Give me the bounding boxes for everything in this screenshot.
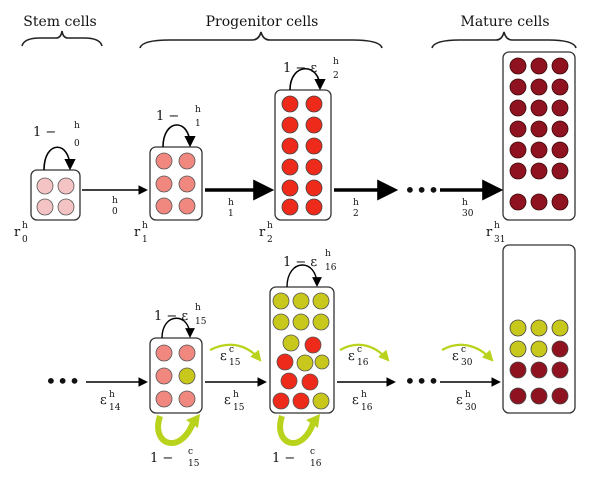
cancer-loop-label-16: 1 − xyxy=(272,451,295,466)
self-renew-loop-1 xyxy=(162,124,196,148)
cancer-arrow-16-sub: 16 xyxy=(357,358,369,368)
cancer-arrow-30-sub: 30 xyxy=(461,358,473,368)
header-mature-cells: Mature cells xyxy=(460,14,549,30)
arrow-16-label: ε xyxy=(352,393,359,408)
bottom-ellipsis-right: ••• xyxy=(404,369,439,393)
arrow-0-sup: h xyxy=(112,196,118,206)
arrow-0-sub: 0 xyxy=(112,207,118,217)
loop-label-15-sub: 15 xyxy=(195,317,207,327)
comp-label-31-sup: h xyxy=(494,221,500,231)
cancer-arrow-15-sup: c xyxy=(229,345,234,355)
progenitor-1-cells xyxy=(155,152,196,215)
compartment-0-box xyxy=(30,169,81,221)
cancer-arrow-15 xyxy=(209,343,262,362)
self-renew-loop-15 xyxy=(161,317,195,339)
self-renew-loop-2 xyxy=(289,67,326,91)
comp-label-1-sub: 1 xyxy=(142,235,148,245)
loop-label-2: 1 − ε xyxy=(283,61,317,76)
loop-label-16: 1 − ε xyxy=(283,255,317,270)
compartment-2-box xyxy=(274,89,332,221)
header-stem-cells: Stem cells xyxy=(23,14,97,30)
comp-label-31-sub: 31 xyxy=(494,235,505,245)
header-progenitor-cells: Progenitor cells xyxy=(206,14,319,30)
arrow-16-sub: 16 xyxy=(361,403,373,413)
self-renew-loop-0 xyxy=(43,146,76,171)
arrow-16-sup: h xyxy=(361,390,367,400)
brace-progenitor xyxy=(139,31,383,49)
bottom-ellipsis-left: ••• xyxy=(45,369,80,393)
cancer-arrow-16-sup: c xyxy=(357,345,362,355)
cancer-loop-label-15: 1 − xyxy=(150,451,173,466)
loop-label-2-sup: h xyxy=(333,57,339,67)
cancer-loop-label-16-sub: 16 xyxy=(310,459,322,469)
arrow-1-sup: h xyxy=(228,198,234,208)
loop-label-1: 1 − xyxy=(156,109,179,124)
self-renew-loop-16 xyxy=(286,264,322,288)
comp-label-0-sup: h xyxy=(22,221,28,231)
arrow-14-sub: 14 xyxy=(109,403,121,413)
arrow-14-sup: h xyxy=(109,390,115,400)
mature-cells-bottom xyxy=(509,319,569,405)
comp-label-31: r xyxy=(486,225,493,240)
loop-label-0-sub: 0 xyxy=(74,139,80,149)
compartment-16-cells xyxy=(272,292,330,410)
arrow-30-sup: h xyxy=(462,198,468,208)
arrow-15-label: ε xyxy=(224,393,231,408)
loop-label-1-sub: 1 xyxy=(195,119,201,129)
arrow-15-sup: h xyxy=(233,390,239,400)
brace-mature xyxy=(431,31,577,49)
compartment-15-cells xyxy=(155,344,196,408)
comp-label-2-sub: 2 xyxy=(267,235,273,245)
cancer-loop-15 xyxy=(155,415,197,446)
comp-label-0-sub: 0 xyxy=(22,235,28,245)
loop-label-0-sup: h xyxy=(74,121,80,131)
cancer-loop-label-15-sub: 15 xyxy=(188,459,200,469)
cancer-arrow-16-label: ε xyxy=(348,349,355,364)
cancer-loop-label-16-sup: c xyxy=(310,447,315,457)
comp-label-2-sup: h xyxy=(267,221,273,231)
arrow-30-bottom-sup: h xyxy=(465,390,471,400)
loop-label-1-sup: h xyxy=(195,105,201,115)
cancer-arrow-30-sup: c xyxy=(461,345,466,355)
arrow-1-sub: 1 xyxy=(228,209,234,219)
cancer-loop-16-head xyxy=(306,414,320,428)
arrow-2-sup: h xyxy=(353,198,359,208)
cancer-loop-16 xyxy=(277,415,317,446)
comp-label-1: r xyxy=(134,225,141,240)
comp-label-2: r xyxy=(259,225,266,240)
loop-label-16-sub: 16 xyxy=(325,263,337,273)
cancer-arrow-30-label: ε xyxy=(452,349,459,364)
comp-label-1-sup: h xyxy=(142,221,148,231)
progenitor-2-cells xyxy=(281,95,323,216)
loop-label-0: 1 − xyxy=(33,125,56,140)
brace-stem xyxy=(21,30,103,47)
cancer-arrow-15-sub: 15 xyxy=(229,358,241,368)
top-ellipsis: ••• xyxy=(404,178,439,202)
mature-cells-top xyxy=(509,57,569,211)
loop-label-2-sub: 2 xyxy=(333,71,339,81)
cancer-arrow-15-label: ε xyxy=(220,349,227,364)
arrow-2-sub: 2 xyxy=(353,209,359,219)
arrow-14-label: ε xyxy=(100,393,107,408)
stem-cells-group xyxy=(36,177,75,216)
cancer-arrow-30 xyxy=(441,343,494,362)
loop-label-15-sup: h xyxy=(195,303,201,313)
loop-label-15: 1 − ε xyxy=(154,309,188,324)
arrow-15-sub: 15 xyxy=(233,403,245,413)
arrow-30-sub: 30 xyxy=(462,209,474,219)
comp-label-0: r xyxy=(14,225,21,240)
cancer-arrow-16 xyxy=(339,343,390,362)
cancer-loop-15-head xyxy=(186,414,200,428)
arrow-30-bottom-label: ε xyxy=(456,393,463,408)
loop-label-16-sup: h xyxy=(325,249,331,259)
arrow-30-bottom-sub: 30 xyxy=(465,403,477,413)
cancer-loop-label-15-sup: c xyxy=(188,447,193,457)
